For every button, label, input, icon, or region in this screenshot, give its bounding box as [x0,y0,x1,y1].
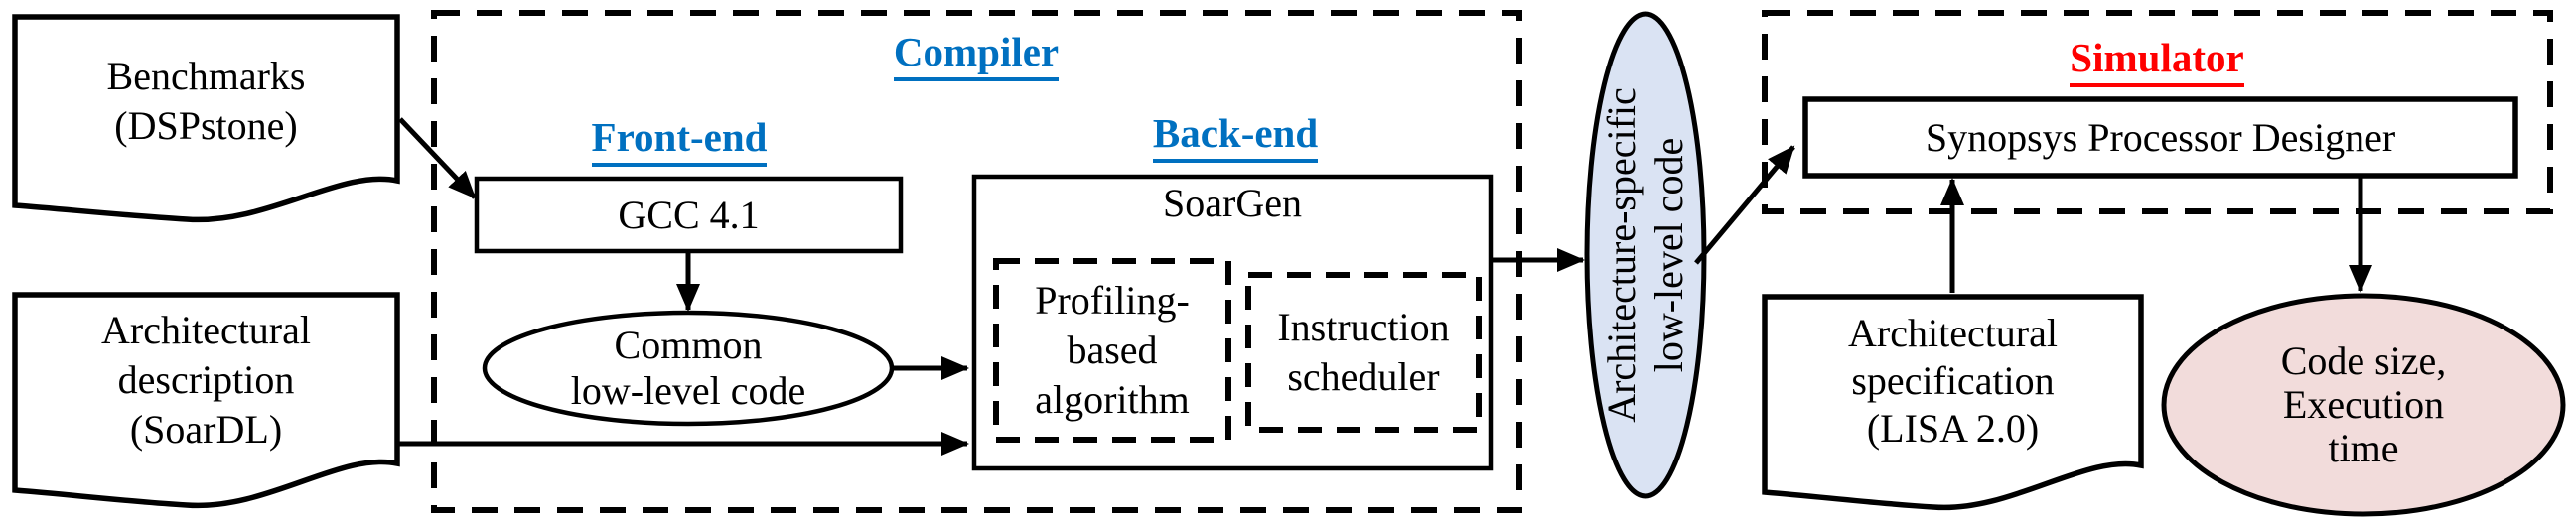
arch-description-doc-label: Architectural description (SoarDL) [13,306,399,455]
arch-specific-code-label: Architecture-specific low-level code [1598,22,1693,488]
back-end-title: Back-end [1086,109,1384,163]
results-line3: time [2328,426,2399,470]
profiling-line3: algorithm [1035,377,1190,422]
scheduler-line1: Instruction [1277,305,1450,349]
gcc-label: GCC 4.1 [618,192,760,237]
profiling-line1: Profiling- [1035,278,1190,323]
arch-specification-line2: specification [1851,358,2055,403]
simulator-title: Simulator [1958,34,2356,87]
arch-specification-doc-shape [1762,294,2144,511]
common-code-line2: low-level code [570,368,806,413]
arch-description-line3: (SoarDL) [129,407,283,452]
results-ellipse [2161,293,2566,517]
synopsys-label: Synopsys Processor Designer [1925,114,2396,160]
profiling-label: Profiling- based algorithm [996,276,1228,425]
arch-specific-code-line1: Architecture-specific [1599,87,1644,423]
arch-description-doc-shape [12,292,400,509]
front-end-title: Front-end [530,113,828,167]
benchmarks-doc-shape [12,14,400,223]
synopsys-box [1802,96,2518,179]
results-label: Code size, Execution time [2164,339,2563,470]
simulator-region-box [1762,10,2553,214]
scheduler-line2: scheduler [1287,354,1440,399]
benchmarks-line2: (DSPstone) [114,103,298,148]
common-code-label: Common low-level code [485,323,892,414]
arch-specific-code-line2: low-level code [1646,137,1691,373]
profiling-line2: based [1067,328,1158,372]
arch-description-line2: description [117,357,295,402]
arch-specification-doc-label: Architectural specification (LISA 2.0) [1763,310,2143,453]
compiler-title: Compiler [778,28,1175,81]
arch-specification-line3: (LISA 2.0) [1866,406,2040,451]
arrow-arch-specific-code-to-synopsys [1694,145,1795,265]
benchmarks-line1: Benchmarks [106,54,306,98]
scheduler-label: Instruction scheduler [1248,303,1479,402]
benchmarks-doc-label: Benchmarks (DSPstone) [13,52,399,151]
common-code-line1: Common [614,323,763,367]
gcc-box [474,176,904,254]
profiling-box [993,258,1231,443]
results-line1: Code size, [2280,338,2447,383]
arrow-benchmarks-to-gcc [398,117,477,199]
arch-description-line1: Architectural [101,308,311,352]
soargen-label: SoarGen [1163,181,1302,225]
arch-specification-line1: Architectural [1848,311,2058,355]
results-line2: Execution [2282,382,2445,427]
soargen-box [971,174,1494,471]
